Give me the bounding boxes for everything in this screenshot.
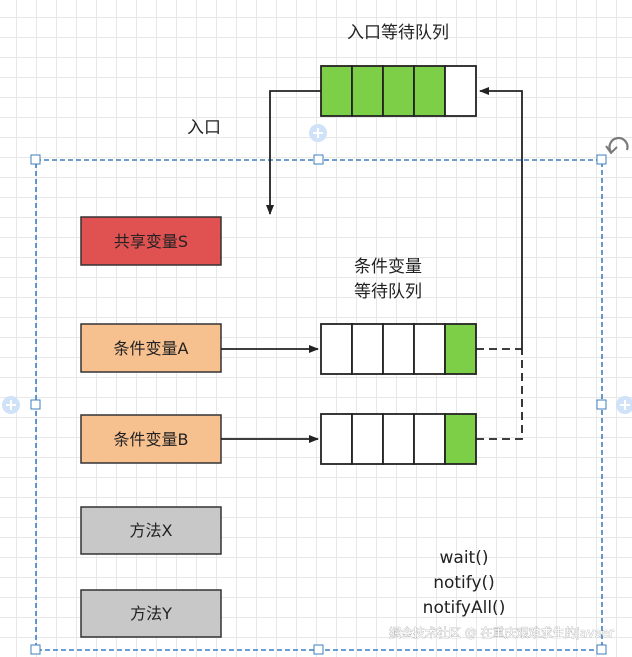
condition-b-queue[interactable]: [320, 413, 477, 465]
method-y-label: 方法Y: [130, 604, 172, 623]
shared-variable-label: 共享变量S: [114, 232, 188, 251]
entry-queue-slot: [320, 65, 353, 117]
condition-b-queue-slot: [382, 413, 415, 465]
condition-a-queue-slot: [444, 323, 477, 375]
entry-queue-slot: [413, 65, 446, 117]
watermark-text: 掘金技术社区 @ 在重庆艰难求生的javaer: [389, 625, 614, 640]
method-x-label: 方法X: [130, 521, 173, 540]
condition-b-return-dashed-line: [476, 349, 523, 440]
condition-a-queue-slot: [351, 323, 384, 375]
condition-variable-a-label: 条件变量A: [114, 339, 189, 358]
resize-handle-bottom-right[interactable]: [596, 644, 607, 655]
add-connection-top-icon[interactable]: [309, 124, 327, 142]
resize-handle-middle-right[interactable]: [596, 399, 607, 410]
entry-queue[interactable]: [320, 65, 477, 117]
resize-handle-top-left[interactable]: [30, 154, 41, 165]
condition-queue-title-line2: 等待队列: [354, 282, 422, 302]
entry-queue-title: 入口等待队列: [347, 23, 449, 43]
entry-arrow: [266, 90, 321, 215]
condition-a-queue-slot: [320, 323, 353, 375]
condition-variable-b-box[interactable]: [80, 414, 222, 464]
entry-queue-slot: [382, 65, 415, 117]
condition-a-queue-slot: [413, 323, 446, 375]
wait-method-text: wait(): [440, 548, 489, 568]
condition-b-queue-slot: [320, 413, 353, 465]
resize-handle-bottom-middle[interactable]: [313, 644, 324, 655]
entry-label: 入口: [187, 118, 221, 138]
method-y-box[interactable]: [80, 589, 222, 638]
condition-a-queue[interactable]: [320, 323, 477, 375]
resize-handle-top-middle[interactable]: [313, 154, 324, 165]
method-x-box[interactable]: [80, 506, 222, 555]
selection-handles[interactable]: [30, 154, 607, 655]
resize-handle-top-right[interactable]: [596, 154, 607, 165]
notify-method-text: notify(): [433, 573, 495, 593]
shared-variable-box[interactable]: [80, 216, 222, 266]
rotate-icon[interactable]: [605, 136, 629, 155]
condition-variable-a-box[interactable]: [80, 323, 222, 373]
resize-handle-bottom-left[interactable]: [30, 644, 41, 655]
entry-queue-slot: [351, 65, 384, 117]
notifyall-method-text: notifyAll(): [423, 598, 506, 618]
condition-queue-title-line1: 条件变量: [354, 257, 422, 277]
add-connection-right-icon[interactable]: [616, 396, 632, 414]
return-to-entry-arrow: [479, 87, 523, 349]
entry-queue-slot: [444, 65, 477, 117]
condition-b-queue-slot: [351, 413, 384, 465]
condition-b-queue-slot: [444, 413, 477, 465]
condition-b-queue-slot: [413, 413, 446, 465]
add-connection-left-icon[interactable]: [2, 396, 20, 414]
condition-a-queue-slot: [382, 323, 415, 375]
condition-variable-b-label: 条件变量B: [114, 430, 189, 449]
resize-handle-middle-left[interactable]: [30, 399, 41, 410]
